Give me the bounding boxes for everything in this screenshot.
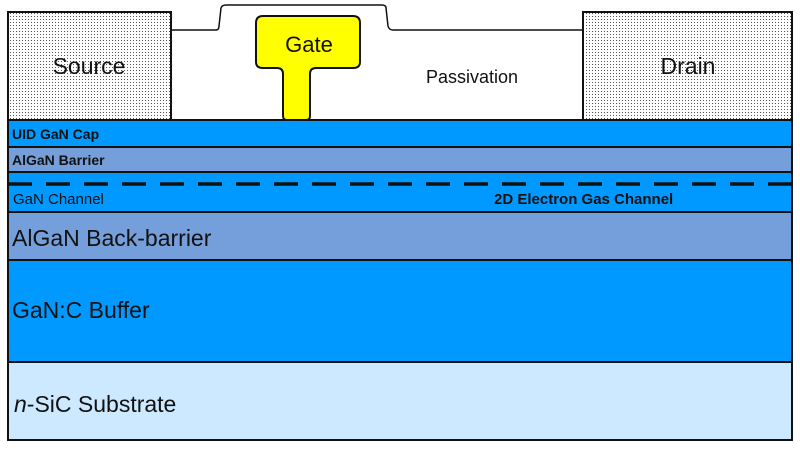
2deg-label: 2D Electron Gas Channel bbox=[494, 191, 673, 208]
layer-gan-c-buffer bbox=[7, 259, 793, 363]
layer-label-algan-back-barrier: AlGaN Back-barrier bbox=[12, 225, 212, 251]
drain-contact bbox=[582, 11, 793, 121]
layer-label-uid-gan-cap: UID GaN Cap bbox=[12, 126, 99, 142]
layer-label-gan-c-buffer: GaN:C Buffer bbox=[12, 297, 150, 323]
drain-label: Drain bbox=[661, 53, 716, 79]
layer-algan-back-barrier bbox=[7, 211, 793, 261]
layer-label-gan-channel: GaN Channel bbox=[13, 191, 104, 208]
layer-algan-barrier bbox=[7, 146, 793, 173]
layer-label-algan-barrier: AlGaN Barrier bbox=[12, 152, 105, 168]
layer-stack bbox=[7, 119, 793, 441]
passivation-label: Passivation bbox=[426, 67, 518, 87]
source-label: Source bbox=[53, 53, 126, 79]
layer-uid-gan-cap bbox=[7, 119, 793, 148]
gate-contact bbox=[255, 15, 361, 121]
layer-label-n-sic-substrate: n-SiC Substrate bbox=[14, 391, 176, 417]
gate-label: Gate bbox=[285, 32, 333, 57]
passivation-outline bbox=[171, 4, 583, 31]
layer-gan-channel bbox=[7, 171, 793, 213]
substrate-label-rest: -SiC Substrate bbox=[27, 391, 177, 417]
substrate-label-italic: n bbox=[14, 391, 27, 417]
layer-n-sic-substrate bbox=[7, 361, 793, 441]
source-contact bbox=[7, 11, 172, 121]
